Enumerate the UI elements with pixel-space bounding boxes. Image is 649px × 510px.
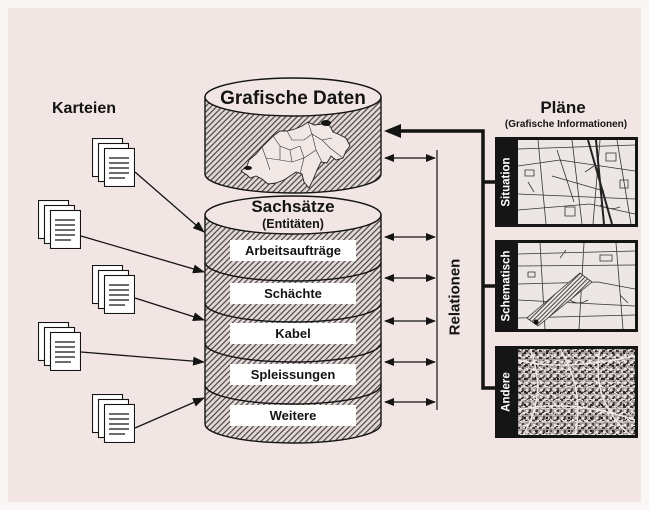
- plaene-title: Pläne: [540, 98, 585, 117]
- kartei-arrow: [134, 397, 205, 429]
- sachsaetze-database: Sachsätze (Entitäten) Arbeitsaufträge Sc…: [204, 195, 382, 444]
- grafische-daten-cylinder-top: [204, 77, 382, 117]
- record-label-kabel: Kabel: [275, 326, 310, 341]
- sachsaetze-subtitle: (Entitäten): [262, 217, 324, 231]
- plans-to-grafische-daten-arrow: [384, 124, 496, 390]
- plan-label-schematisch: Schematisch: [501, 251, 513, 322]
- plan-label-situation: Situation: [501, 157, 513, 206]
- plan-branch-lines: [483, 180, 496, 288]
- schematisch-node: [533, 319, 539, 325]
- lake-geneva: [244, 166, 252, 170]
- andere-streets: [518, 349, 635, 435]
- record-label-spleissungen: Spleissungen: [251, 367, 336, 382]
- document-stack-icon: [38, 322, 81, 371]
- plan-schematisch: Schematisch: [495, 240, 638, 332]
- sachsaetze-title: Sachsätze: [251, 197, 334, 216]
- karteien-label: Karteien: [52, 100, 116, 117]
- kartei-arrow: [134, 171, 205, 233]
- document-stack-icon: [92, 394, 135, 443]
- canton-borders: [261, 121, 344, 175]
- document-stack-icon: [92, 138, 135, 187]
- grafische-daten-title: Grafische Daten: [220, 88, 366, 109]
- karteien-group: Karteien: [38, 100, 205, 443]
- kartei-arrow: [80, 235, 205, 274]
- plan-feed-connector: [384, 124, 496, 390]
- record-box: [230, 283, 356, 304]
- record-box: [230, 323, 356, 344]
- document-stack-icon: [38, 200, 81, 249]
- record-label-schaechte: Schächte: [264, 286, 322, 301]
- andere-map-drawing: [518, 349, 635, 435]
- schematisch-lines: [518, 243, 635, 329]
- record-label-arbeitsauftraege: Arbeitsaufträge: [245, 243, 341, 258]
- kartei-arrow: [80, 351, 205, 366]
- situation-street-lines: [518, 140, 635, 224]
- kartei-arrow: [134, 297, 205, 321]
- switzerland-map-icon: [240, 120, 351, 189]
- record-box: [230, 240, 356, 261]
- record-layer-dividers: [204, 261, 382, 405]
- record-label-weitere: Weitere: [270, 408, 317, 423]
- plaene-subtitle: (Grafische Informationen): [505, 119, 627, 130]
- lake-constance: [321, 120, 331, 126]
- situation-main-road: [587, 140, 613, 224]
- plan-situation: Situation: [495, 137, 638, 227]
- situation-map-area: [518, 140, 635, 224]
- sachsaetze-cylinder-top: [204, 195, 382, 235]
- document-stack-icon: [92, 265, 135, 314]
- grafische-daten-database: Grafische Daten: [204, 77, 382, 194]
- relationen-label: Relationen: [447, 259, 464, 336]
- switzerland-outline: [240, 121, 351, 189]
- situation-map-drawing: [518, 140, 635, 224]
- schematisch-map-drawing: [518, 243, 635, 329]
- relations: Relationen: [384, 150, 464, 410]
- plan-label-andere: Andere: [501, 372, 513, 412]
- plan-andere: Andere: [495, 346, 638, 438]
- record-box: [230, 405, 356, 426]
- record-box: [230, 364, 356, 385]
